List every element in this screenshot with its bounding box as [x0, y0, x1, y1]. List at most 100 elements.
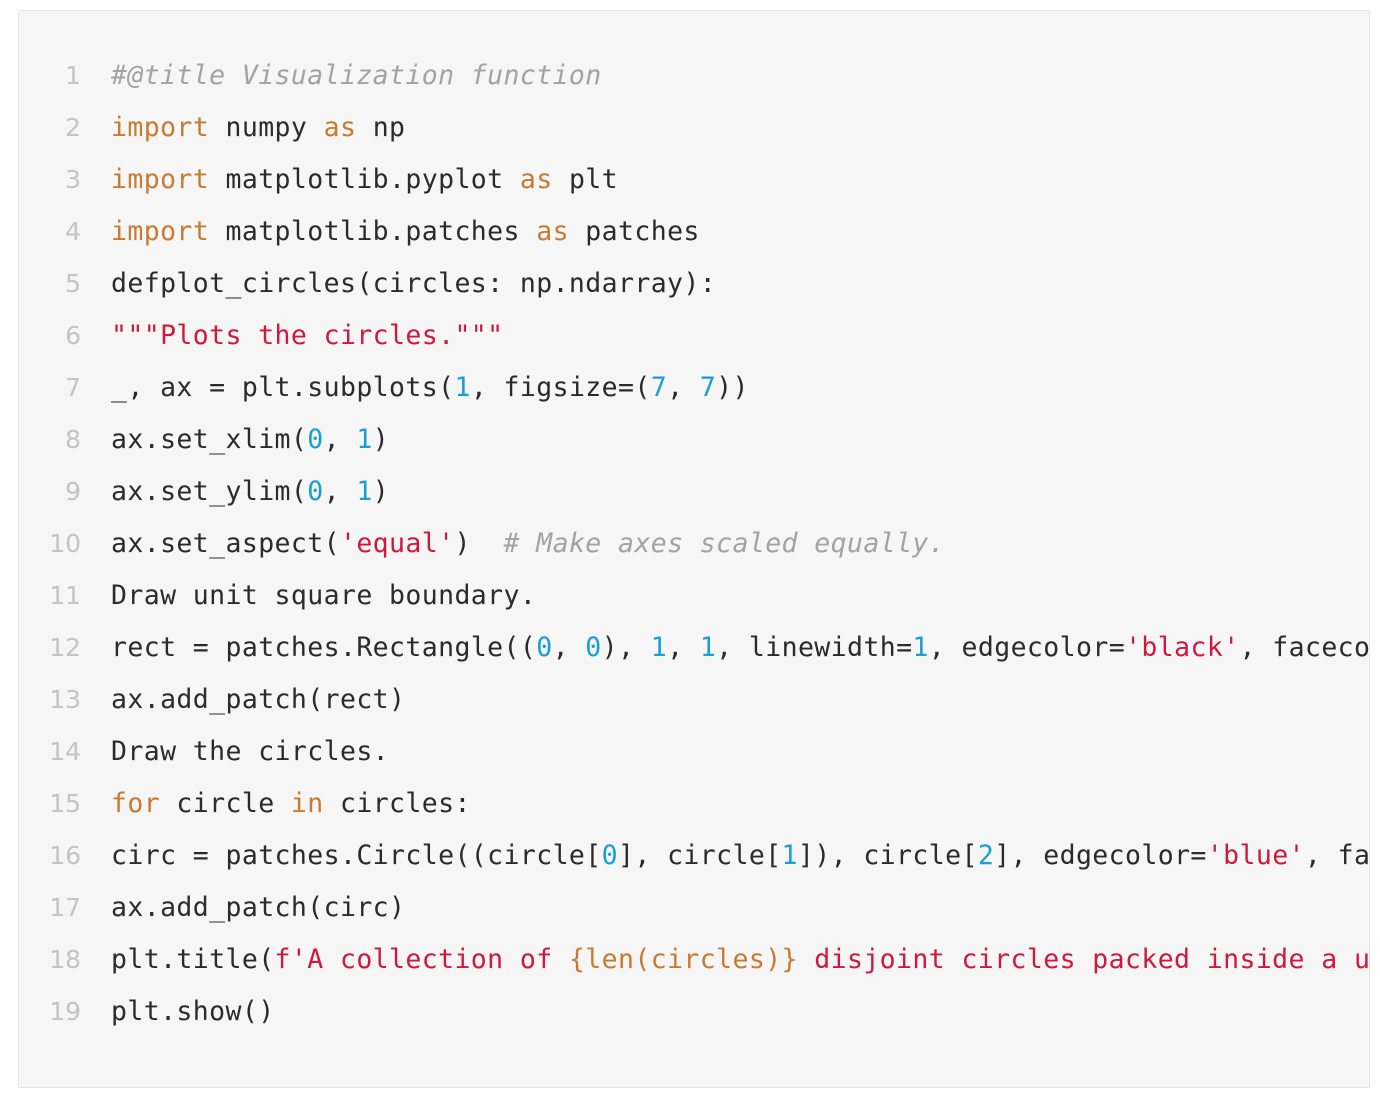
code-token: numpy: [209, 112, 324, 143]
code-text: ax.add_patch(circ): [111, 893, 405, 923]
line-number: 15: [49, 789, 81, 818]
code-token: 0: [585, 632, 602, 663]
line-number: 10: [49, 529, 81, 558]
code-token: defplot_circles(circles: np.ndarray):: [111, 268, 717, 299]
code-token: , figsize=(: [470, 372, 651, 403]
code-token: 7: [650, 372, 668, 403]
line-number: 13: [49, 685, 81, 714]
code-text: Draw unit square boundary.: [111, 581, 536, 611]
code-token: import: [111, 112, 210, 143]
code-text: #@title Visualization function: [111, 61, 602, 91]
code-text: plt.show(): [111, 997, 275, 1027]
code-text: defplot_circles(circles: np.ndarray):: [111, 269, 716, 299]
code-token: ], edgecolor=: [994, 840, 1207, 871]
code-token: 0: [307, 476, 324, 507]
code-text: rect = patches.Rectangle((0, 0), 1, 1, l…: [111, 632, 1370, 663]
line-number: 17: [49, 893, 81, 922]
code-token: circle: [160, 788, 291, 819]
code-token: {len(circles)}: [568, 944, 798, 975]
code-text: for circle in circles:: [111, 789, 471, 819]
code-line: 13 ax.add_patch(rect): [19, 673, 1369, 725]
line-number: 8: [65, 425, 81, 454]
code-line: 3 import matplotlib.pyplot as plt: [19, 153, 1369, 205]
code-token: as: [519, 164, 553, 195]
code-token: ax.set_ylim(: [111, 476, 308, 507]
line-number: 3: [65, 165, 81, 194]
line-number: 14: [49, 737, 81, 766]
line-number: 5: [65, 269, 81, 298]
code-token: as: [323, 112, 357, 143]
code-token: 2: [977, 840, 995, 871]
code-token: 'blue': [1206, 840, 1305, 871]
code-token: plt.show(): [111, 996, 275, 1027]
code-token: matplotlib.patches: [209, 216, 537, 247]
code-token: ,: [667, 632, 700, 663]
code-token: ): [454, 528, 504, 559]
code-token: import: [111, 164, 210, 195]
line-number: 16: [49, 841, 81, 870]
code-line: 2 import numpy as np: [19, 101, 1369, 153]
code-text: import matplotlib.patches as patches: [111, 217, 700, 247]
code-token: import: [111, 216, 210, 247]
code-line: 19 plt.show(): [19, 985, 1369, 1037]
code-token: 1: [699, 632, 717, 663]
code-token: plt.title(: [111, 944, 275, 975]
code-token: ,: [323, 424, 357, 455]
code-token: ,: [323, 476, 357, 507]
code-token: circ = patches.Circle((circle[: [111, 840, 602, 871]
line-number: 7: [65, 373, 81, 402]
code-token: ),: [601, 632, 651, 663]
code-token: , facecolor=: [1239, 632, 1370, 663]
line-number: 18: [49, 945, 81, 974]
code-line: 16 circ = patches.Circle((circle[0], circ…: [19, 829, 1369, 881]
code-text: ax.set_aspect('equal') # Make axes scale…: [111, 529, 945, 559]
code-text: circ = patches.Circle((circle[0], circle…: [111, 840, 1370, 871]
code-line: 5 defplot_circles(circles: np.ndarray):: [19, 257, 1369, 309]
line-number: 4: [65, 217, 81, 246]
line-number: 1: [65, 61, 81, 90]
line-number: 6: [65, 321, 81, 350]
code-line: 10 ax.set_aspect('equal') # Make axes sca…: [19, 517, 1369, 569]
code-token: plt: [552, 164, 619, 195]
code-token: ,: [667, 372, 700, 403]
code-text: """Plots the circles.""": [111, 321, 504, 351]
code-token: 0: [601, 840, 618, 871]
code-text: import numpy as np: [111, 113, 405, 143]
code-token: 'black': [1125, 632, 1240, 663]
code-lines: 1 #@title Visualization function 2 import n…: [19, 49, 1369, 1037]
code-token: 0: [307, 424, 324, 455]
code-text: ax.add_patch(rect): [111, 685, 405, 715]
code-token: ): [372, 424, 390, 455]
code-token: , edgecolor=: [928, 632, 1126, 663]
code-token: # Make axes scaled equally.: [503, 528, 946, 559]
code-text: import matplotlib.pyplot as plt: [111, 165, 618, 195]
code-token: , facecolor=: [1304, 840, 1370, 871]
code-line: 17 ax.add_patch(circ): [19, 881, 1369, 933]
code-block: 1 #@title Visualization function 2 import n…: [18, 10, 1370, 1088]
code-token: ax.set_aspect(: [111, 528, 340, 559]
line-number: 11: [49, 581, 81, 610]
code-token: 1: [356, 424, 373, 455]
code-token: ], circle[: [618, 840, 782, 871]
code-token: Draw unit square boundary.: [111, 580, 537, 611]
code-token: for: [111, 788, 161, 819]
line-number: 19: [49, 997, 81, 1026]
code-token: f'A collection of: [274, 944, 569, 975]
code-token: _, ax = plt.subplots(: [111, 372, 455, 403]
code-token: rect = patches.Rectangle((: [111, 632, 537, 663]
code-line: 18 plt.title(f'A collection of {len(circl…: [19, 933, 1369, 985]
code-text: Draw the circles.: [111, 737, 389, 767]
code-token: 0: [536, 632, 553, 663]
code-line: 14 Draw the circles.: [19, 725, 1369, 777]
code-token: , linewidth=: [716, 632, 913, 663]
code-token: """Plots the circles.""": [111, 320, 504, 351]
code-token: ,: [552, 632, 586, 663]
code-line: 15 for circle in circles:: [19, 777, 1369, 829]
code-token: 1: [650, 632, 668, 663]
code-token: Draw the circles.: [111, 736, 390, 767]
code-token: patches: [568, 216, 700, 247]
line-number: 2: [65, 113, 81, 142]
code-token: 1: [912, 632, 929, 663]
line-number: 12: [49, 633, 81, 662]
code-line: 11 Draw unit square boundary.: [19, 569, 1369, 621]
